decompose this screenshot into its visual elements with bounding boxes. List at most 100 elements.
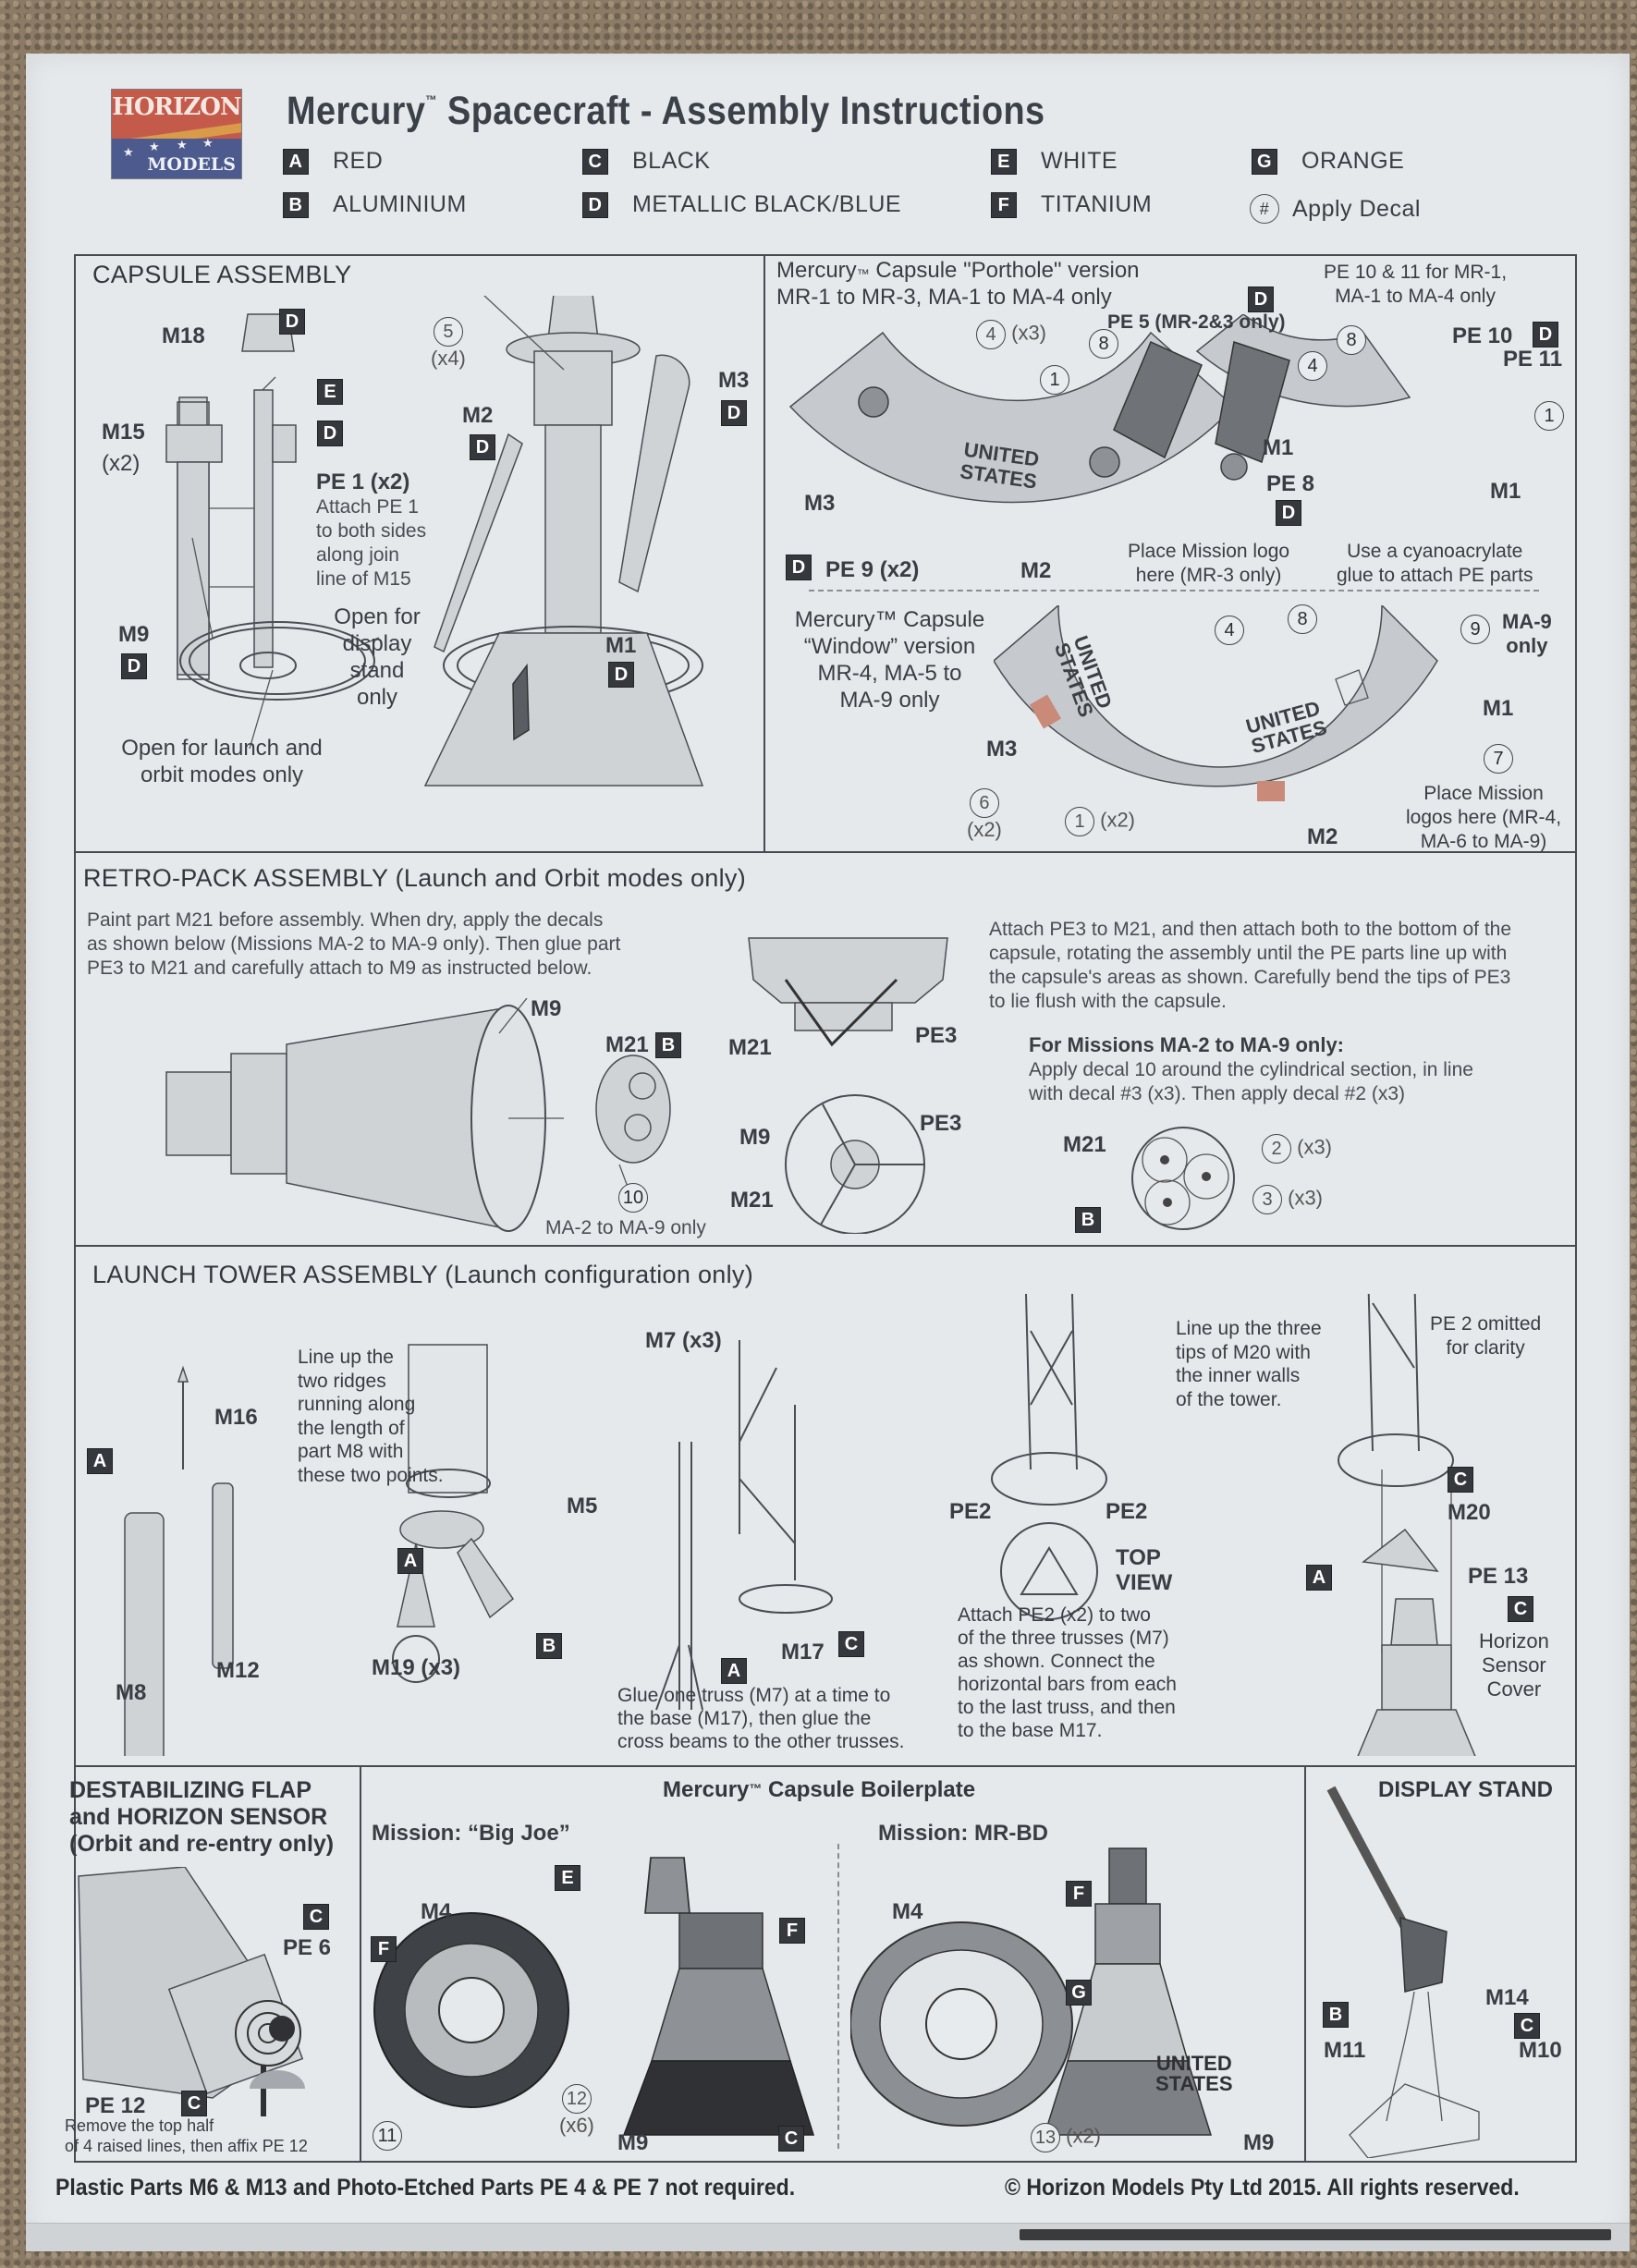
porthole-heat-shield-diagram [788,314,1411,504]
decal-callout: 12 [561,2084,592,2114]
decal-callout: 13 [1031,2123,1060,2152]
decal-icon: # [1250,194,1279,224]
key-badge: D [582,191,608,218]
missions-heading: For Missions MA-2 to MA-9 only: [1029,1033,1344,1056]
launch-tower-diagram [124,1294,1476,1756]
big-joe-diagram [373,1857,815,2136]
decal-callout-4: 4 [1215,616,1244,645]
part-label: M2 [1307,824,1338,849]
mission-big-joe-title: Mission: “Big Joe” [372,1821,570,1846]
decal-callout-10: 10 [618,1183,648,1213]
part-label: M5 [567,1494,598,1518]
box-bottom-edge [26,2223,1630,2251]
display-stand-diagram [1326,1786,1480,2158]
key-badge: C [1514,2013,1540,2039]
logo-text-horizon: HORIZON [112,93,241,121]
part-label: M11 [1324,2038,1366,2063]
key-badge: B [1075,1207,1101,1233]
key-badge: D [1248,287,1274,312]
key-badge: C [303,1904,329,1930]
pe5-label: PE 5 (MR-2&3 only) [1107,311,1286,333]
decal-callout-8: 8 [1089,329,1118,359]
key-badge: D [608,662,634,688]
part-label: M12 [216,1658,260,1683]
key-badge: F [779,1918,805,1944]
key-badge: C [838,1631,864,1657]
part-label: PE 12 [85,2093,146,2118]
part-label: M3 [804,491,836,516]
part-label: M1 [605,633,637,658]
key-badge: D [721,400,747,426]
decal-callout-5: 5(x4) [431,317,466,371]
decal-callout-4: 4 (x3) [976,320,1046,349]
part-label: M4 [892,1899,923,1924]
key-badge: D [317,421,343,446]
part-label: (x2) [102,451,140,476]
key-badge: G [1066,1980,1092,2006]
part-label: M20 [1448,1500,1491,1525]
part-label: M2 [1020,558,1052,583]
key-badge: A [721,1658,747,1684]
part-label: M9 [739,1125,771,1150]
decal-callout: 5 [433,317,463,347]
key-badge: F [1066,1881,1092,1907]
part-label: PE3 [915,1023,958,1048]
part-label: M16 [214,1405,258,1430]
part-label: M10 [1519,2038,1562,2063]
part-label: PE 13 [1468,1564,1529,1589]
part-label: M14 [1485,1985,1529,2010]
logo-text-models: MODELS [147,154,236,175]
decal-callout-3: 3 (x3) [1252,1185,1323,1214]
decal-callout-1: 1 [1534,401,1564,431]
key-badge: C [778,2126,804,2152]
part-label: M4 [421,1899,452,1924]
key-badge: D [1533,322,1558,348]
decal-callout: 2 [1262,1134,1291,1164]
key-badge: A [397,1548,423,1574]
m21-decal-diagram [1131,1127,1235,1230]
decal-callout: 3 [1252,1185,1282,1214]
key-badge: C [181,2091,207,2116]
decal-callout-6: 6(x2) [967,788,1002,842]
key-badge: A [283,148,309,175]
part-label: PE 1 (x2) [316,469,410,494]
key-badge: C [582,148,608,175]
decal-callout-1: 1 (x2) [1065,807,1135,836]
porthole-heading: Mercury™ Capsule "Porthole" version MR-1… [776,258,1140,310]
part-label: M3 [718,368,750,393]
decal-callout: 6 [969,788,999,818]
part-label: M15 [102,420,145,445]
decal-callout-11: 11 [373,2121,402,2151]
decal-callout-2: 2 (x3) [1262,1134,1332,1164]
instructions-frame [74,254,1577,2163]
section-heading: CAPSULE ASSEMBLY [92,261,352,288]
section-heading: DISPLAY STAND [1378,1777,1553,1802]
part-label: M2 [462,403,494,428]
section-heading: LAUNCH TOWER ASSEMBLY (Launch configurat… [92,1261,754,1288]
retro-pack-intro: Paint part M21 before assembly. When dry… [87,909,621,979]
part-label: M1 [1483,696,1514,721]
part-label: M1 [1263,435,1294,460]
decal-callout-12: 12(x6) [559,2084,594,2138]
retro-pack-diagram [165,998,671,1232]
key-badge: E [991,148,1017,175]
key-badge: A [87,1448,113,1474]
part-label: M21 [728,1035,772,1060]
